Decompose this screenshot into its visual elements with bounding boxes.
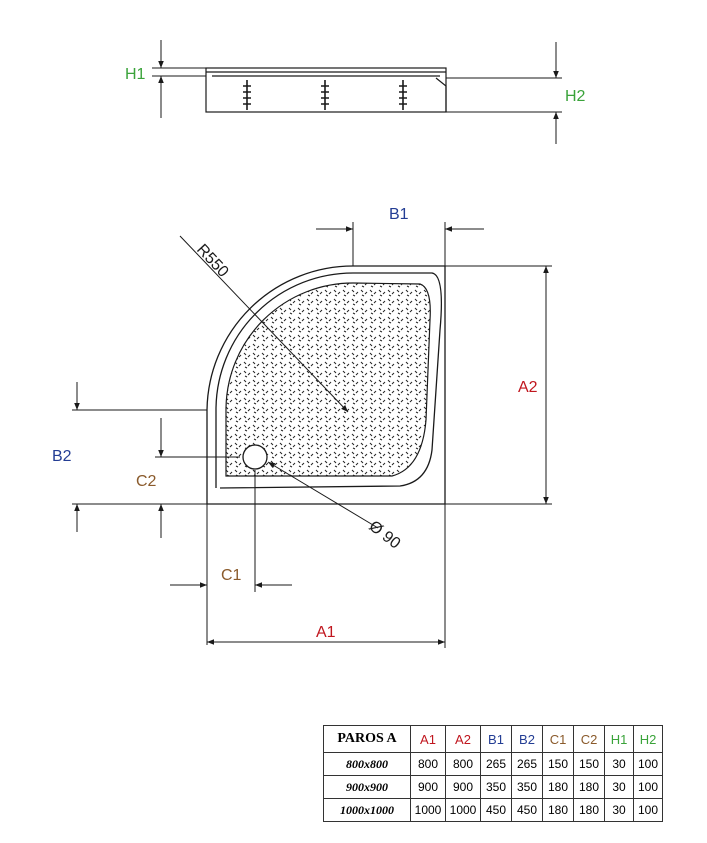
table-cell: 800: [410, 752, 446, 776]
label-c1: C1: [221, 567, 242, 584]
plan-view: [72, 222, 552, 648]
a2-dimension: [445, 265, 552, 505]
table-cell: 900: [410, 775, 446, 799]
label-a2: A2: [518, 379, 538, 396]
label-b1: B1: [389, 206, 409, 223]
label-drain: Ø 90: [366, 518, 404, 553]
table-cell: 100: [633, 752, 663, 776]
tray-rim: [206, 71, 446, 77]
table-cell: 180: [542, 775, 574, 799]
table-row-size: 900x900: [323, 775, 411, 799]
table-cell: 800: [445, 752, 481, 776]
c2-dimension: [72, 418, 240, 538]
table-row: 900x900 900 900 350 350 180 180 30 100: [323, 775, 663, 799]
table-cell: 30: [604, 775, 634, 799]
label-h1: H1: [125, 66, 146, 83]
dimension-table: PAROS A A1 A2 B1 B2 C1 C2 H1 H2 800x800 …: [323, 725, 663, 822]
table-row: 800x800 800 800 265 265 150 150 30 100: [323, 752, 663, 776]
table-row: 1000x1000 1000 1000 450 450 180 180 30 1…: [323, 798, 663, 822]
drain-circle: [242, 444, 268, 470]
label-b2: B2: [52, 448, 72, 465]
tray-inner-rim: [215, 272, 442, 489]
table-row-size: 800x800: [323, 752, 411, 776]
table-cell: 30: [604, 798, 634, 822]
side-view: [152, 40, 562, 144]
table-cell: 450: [480, 798, 512, 822]
table-cell: 30: [604, 752, 634, 776]
label-a1: A1: [316, 624, 336, 641]
tray-side-outline: [205, 67, 447, 113]
table-cell: 265: [511, 752, 543, 776]
a1-dimension: [207, 504, 446, 648]
table-header-row: PAROS A A1 A2 B1 B2 C1 C2 H1 H2: [323, 725, 663, 753]
table-header-c2: C2: [573, 725, 605, 753]
label-h2: H2: [565, 88, 586, 105]
table-cell: 150: [542, 752, 574, 776]
table-cell: 180: [573, 798, 605, 822]
table-cell: 265: [480, 752, 512, 776]
tray-edge: [435, 77, 447, 112]
tray-outline: [206, 265, 446, 505]
table-model-name: PAROS A: [323, 725, 411, 753]
table-cell: 100: [633, 798, 663, 822]
drain-leader: [267, 461, 379, 529]
b1-dimension: [316, 222, 484, 266]
table-header-a1: A1: [410, 725, 446, 753]
anti-slip-texture: [225, 282, 431, 477]
support-legs: [243, 80, 407, 110]
table-cell: 180: [542, 798, 574, 822]
label-radius: R550: [193, 241, 232, 281]
c1-dimension: [170, 470, 292, 645]
h1-dimension: [152, 40, 206, 118]
table-cell: 1000: [445, 798, 481, 822]
label-c2: C2: [136, 473, 157, 490]
table-header-h2: H2: [633, 725, 663, 753]
table-cell: 350: [480, 775, 512, 799]
table-cell: 100: [633, 775, 663, 799]
table-header-b1: B1: [480, 725, 512, 753]
table-cell: 900: [445, 775, 481, 799]
h2-dimension: [446, 42, 562, 144]
table-cell: 1000: [410, 798, 446, 822]
table-header-a2: A2: [445, 725, 481, 753]
table-header-b2: B2: [511, 725, 543, 753]
table-cell: 150: [573, 752, 605, 776]
table-cell: 350: [511, 775, 543, 799]
table-row-size: 1000x1000: [323, 798, 411, 822]
table-header-h1: H1: [604, 725, 634, 753]
table-header-c1: C1: [542, 725, 574, 753]
table-cell: 180: [573, 775, 605, 799]
radius-leader: [179, 235, 349, 413]
table-cell: 450: [511, 798, 543, 822]
